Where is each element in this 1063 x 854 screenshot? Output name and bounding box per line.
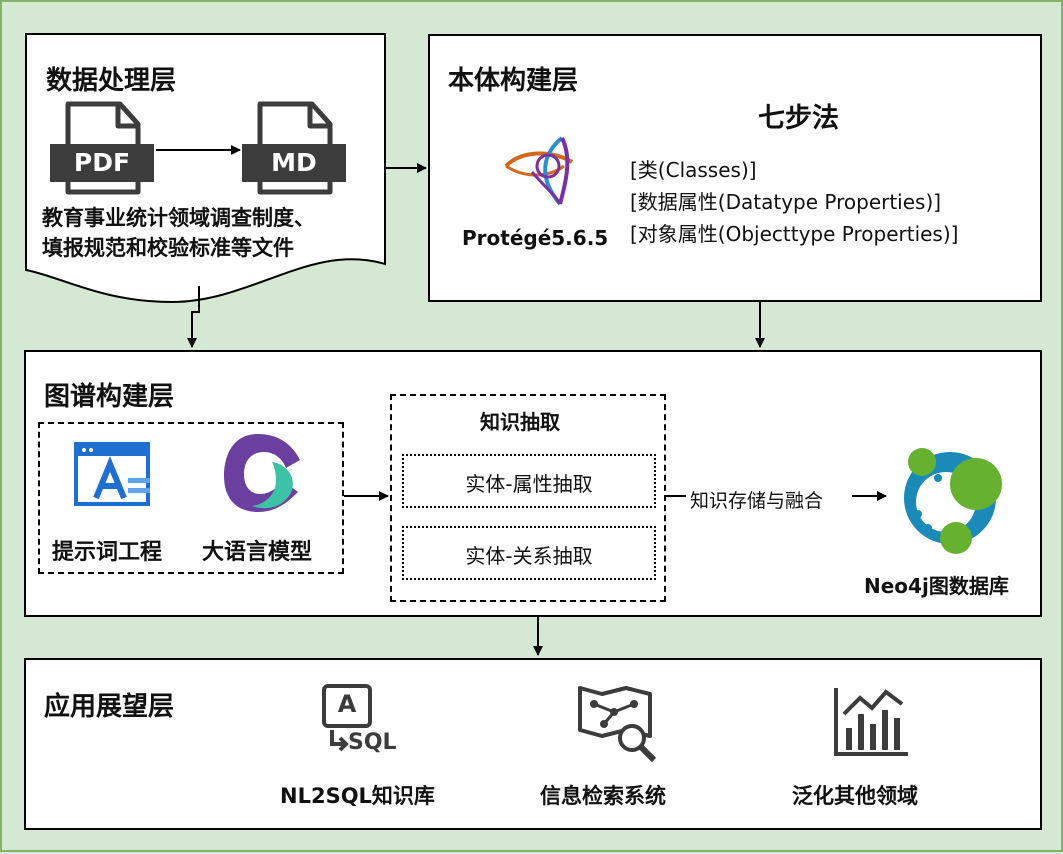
ontology-item-classes: [类(Classes)] <box>630 158 757 182</box>
prompt-engineering-label: 提示词工程 <box>52 540 163 565</box>
prompt-engineering-icon <box>74 442 150 506</box>
ontology-item-object: [对象属性(Objecttype Properties)] <box>630 222 959 246</box>
nl2sql-label: NL2SQL知识库 <box>280 784 435 808</box>
llm-logo-icon <box>224 434 300 512</box>
seven-step-method: 七步法 <box>758 103 839 134</box>
generalize-label: 泛化其他领域 <box>792 784 918 808</box>
sql-icon-text: SQL <box>348 730 397 755</box>
nl2sql-icon-letter: A <box>337 690 357 718</box>
doc-caption-line1: 教育事业统计领域调查制度、 <box>42 206 315 230</box>
entity-attribute-label: 实体-属性抽取 <box>465 472 593 496</box>
pdf-label: PDF <box>73 148 131 177</box>
entity-relation-box <box>402 526 656 580</box>
llm-label: 大语言模型 <box>202 540 313 565</box>
neo4j-logo-icon <box>904 448 1002 554</box>
protege-label: Protégé5.6.5 <box>462 226 609 250</box>
entity-relation-label: 实体-关系抽取 <box>465 544 593 568</box>
ontology-layer-title: 本体构建层 <box>448 66 579 96</box>
md-file-icon: MD <box>242 101 348 196</box>
storage-fusion-label: 知识存储与融合 <box>688 486 826 513</box>
nl2sql-icon: A SQL <box>322 684 412 758</box>
protege-logo-icon <box>504 136 574 206</box>
ontology-item-datatype: [数据属性(Datatype Properties)] <box>630 190 942 214</box>
md-label: MD <box>271 148 317 177</box>
knowledge-extraction-title: 知识抽取 <box>480 410 560 434</box>
doc-caption-line2: 填报规范和校验标准等文件 <box>42 236 294 260</box>
pdf-file-icon: PDF <box>50 101 156 196</box>
retrieval-label: 信息检索系统 <box>540 784 666 808</box>
retrieval-search-icon <box>578 686 657 763</box>
ontology-layer-box <box>428 34 1042 302</box>
neo4j-label: Neo4j图数据库 <box>864 574 1009 598</box>
entity-attribute-box <box>402 454 656 508</box>
graph-layer-title: 图谱构建层 <box>44 382 175 412</box>
data-layer-title: 数据处理层 <box>46 66 177 96</box>
application-layer-title: 应用展望层 <box>44 692 175 722</box>
bar-chart-trend-icon <box>834 688 908 756</box>
